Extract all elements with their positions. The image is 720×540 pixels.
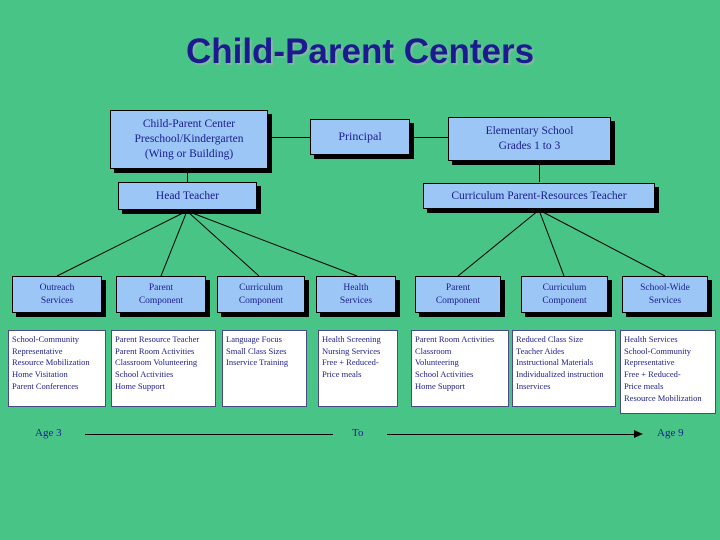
connector-principal-to-elementary <box>410 137 448 138</box>
component-title-line-1: School-Wide <box>640 283 690 294</box>
component-title-line-2: Component <box>435 295 481 306</box>
box-head-teacher[interactable]: Head Teacher <box>118 182 257 210</box>
detail-box-parent-component-2: Parent Room Activities Classroom Volunte… <box>411 330 509 407</box>
connector-center-to-head-teacher <box>187 169 188 182</box>
page-title: Child-Parent Centers <box>185 32 535 71</box>
timeline-arrowhead-icon <box>634 430 643 438</box>
component-box-curriculum-component-1[interactable]: Curriculum Component <box>217 276 305 313</box>
component-title-line-2: Services <box>648 295 682 306</box>
center-box-line-3: (Wing or Building) <box>144 147 234 160</box>
timeline-rule-right <box>387 434 635 435</box>
detail-box-outreach-services: School-Community Representative Resource… <box>8 330 106 407</box>
component-title-line-2: Component <box>542 295 587 306</box>
principal-label: Principal <box>338 129 382 144</box>
center-box-line-1: Child-Parent Center <box>142 118 236 131</box>
box-curriculum-parent-resources-teacher[interactable]: Curriculum Parent-Resources Teacher <box>423 183 655 209</box>
detail-box-health-services: Health Screening Nursing Services Free +… <box>318 330 398 407</box>
detail-box-curriculum-component-1: Language Focus Small Class Sizes Inservi… <box>222 330 307 407</box>
center-box-line-2: Preschool/Kindergarten <box>134 133 244 146</box>
timeline-middle-label: To <box>352 427 364 439</box>
component-box-outreach-services[interactable]: Outreach Services <box>12 276 102 313</box>
timeline-start-label: Age 3 <box>35 427 62 439</box>
component-title-line-2: Services <box>339 295 373 306</box>
component-title-line-2: Services <box>40 295 74 306</box>
component-title-line-1: Curriculum <box>542 283 587 294</box>
component-box-curriculum-component-2[interactable]: Curriculum Component <box>521 276 608 313</box>
elementary-line-2: Grades 1 to 3 <box>498 140 561 152</box>
detail-box-parent-component-1: Parent Resource Teacher Parent Room Acti… <box>111 330 216 407</box>
component-title-line-1: Health <box>343 283 369 294</box>
box-principal[interactable]: Principal <box>310 119 410 155</box>
elementary-line-1: Elementary School <box>485 125 574 138</box>
timeline-rule-left <box>85 434 333 435</box>
detail-box-curriculum-component-2: Reduced Class Size Teacher Aides Instruc… <box>512 330 616 407</box>
connector-center-to-principal <box>268 137 310 138</box>
timeline-end-label: Age 9 <box>657 427 684 439</box>
component-title-line-1: Parent <box>445 283 471 294</box>
box-child-parent-center[interactable]: Child-Parent Center Preschool/Kindergart… <box>110 110 268 169</box>
component-title-line-1: Outreach <box>39 283 75 294</box>
head-teacher-label: Head Teacher <box>155 189 220 202</box>
component-box-parent-component-2[interactable]: Parent Component <box>415 276 501 313</box>
detail-box-school-wide-services: Health Services School-Community Represe… <box>620 330 716 414</box>
component-box-parent-component-1[interactable]: Parent Component <box>116 276 206 313</box>
component-title-line-1: Curriculum <box>239 283 283 294</box>
component-title-line-2: Component <box>238 295 284 306</box>
connector-elementary-to-curriculum-teacher <box>539 161 540 182</box>
component-title-line-1: Parent <box>148 283 174 294</box>
component-title-line-2: Component <box>138 295 184 306</box>
component-box-school-wide-services[interactable]: School-Wide Services <box>622 276 708 313</box>
curriculum-teacher-label: Curriculum Parent-Resources Teacher <box>451 189 627 202</box>
box-elementary-school[interactable]: Elementary School Grades 1 to 3 <box>448 117 611 161</box>
component-box-health-services[interactable]: Health Services <box>316 276 396 313</box>
